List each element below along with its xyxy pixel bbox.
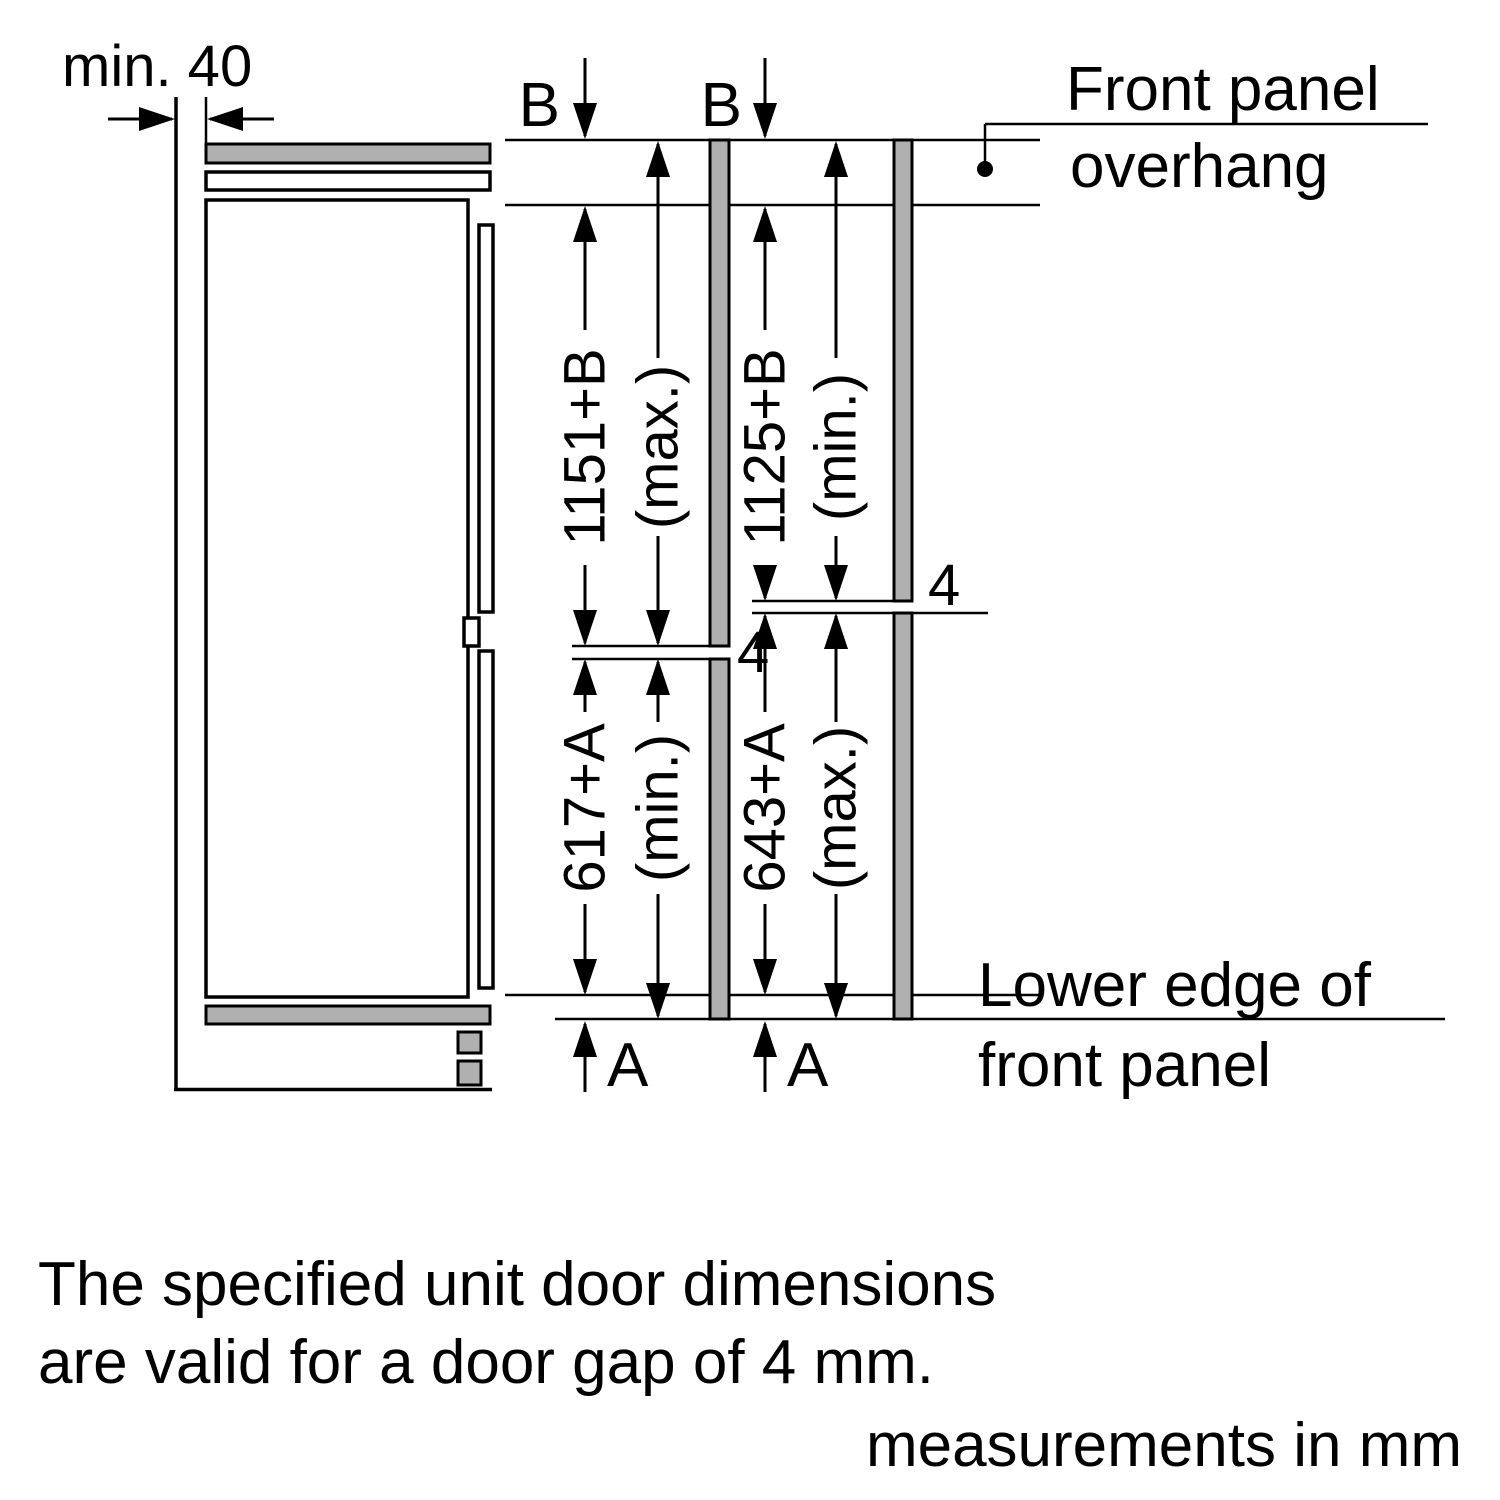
overhang-callout-dot	[977, 161, 993, 177]
door-panel-max-lower	[708, 657, 731, 1021]
top-rail-white	[204, 170, 492, 192]
dim-upper-right-qual-label: (min.)	[804, 373, 869, 521]
door-hinge	[462, 616, 481, 648]
mask-upper-right-value	[733, 330, 797, 565]
b-label-right: B	[701, 71, 742, 140]
dim-lower-left-value-label: 617+A	[553, 723, 618, 893]
dim-upper-right-value-label: 1125+B	[733, 348, 798, 545]
a-label-right: A	[787, 1031, 829, 1100]
gap-right-label: 4	[928, 553, 960, 618]
dim-upper-left-qual-label: (max.)	[626, 365, 691, 529]
bottom-rail-gray	[204, 1004, 492, 1026]
foot-block-upper	[456, 1030, 483, 1055]
door-panel-min-lower	[892, 611, 914, 1021]
lower-edge-label-line1: Lower edge of	[978, 951, 1372, 1020]
overhang-label-line2: overhang	[1070, 132, 1329, 201]
door-panel-max-upper	[708, 138, 731, 648]
foot-block-lower	[456, 1059, 483, 1087]
dim-lower-right-value-label: 643+A	[733, 723, 798, 893]
overhang-label-line1: Front panel	[1066, 55, 1380, 124]
a-label-left: A	[607, 1031, 649, 1100]
units-footer: measurements in mm	[866, 1411, 1462, 1480]
mask-upper-left-qual	[626, 358, 690, 536]
dim-lower-left-qual-label: (min.)	[626, 734, 691, 882]
mask-lower-left-qual	[626, 722, 690, 894]
appliance-door-lower	[477, 649, 495, 990]
note-line2: are valid for a door gap of 4 mm.	[38, 1328, 934, 1397]
mask-upper-left-value	[553, 330, 617, 565]
note-line1: The specified unit door dimensions	[38, 1250, 996, 1319]
dim-lower-right-qual-label: (max.)	[804, 726, 869, 890]
min-gap-label: min. 40	[62, 34, 252, 99]
mask-lower-left-value	[553, 712, 617, 904]
mask-upper-right-qual	[804, 358, 868, 536]
top-rail-gray	[204, 142, 492, 165]
appliance-door-upper	[477, 223, 495, 614]
mask-lower-right-value	[733, 712, 797, 904]
lower-edge-label-line2: front panel	[978, 1031, 1271, 1100]
b-label-left: B	[519, 71, 560, 140]
appliance-body	[204, 198, 470, 999]
door-panel-min-upper	[892, 138, 914, 603]
mask-lower-right-qual	[804, 722, 868, 894]
dim-upper-left-value-label: 1151+B	[553, 348, 618, 545]
